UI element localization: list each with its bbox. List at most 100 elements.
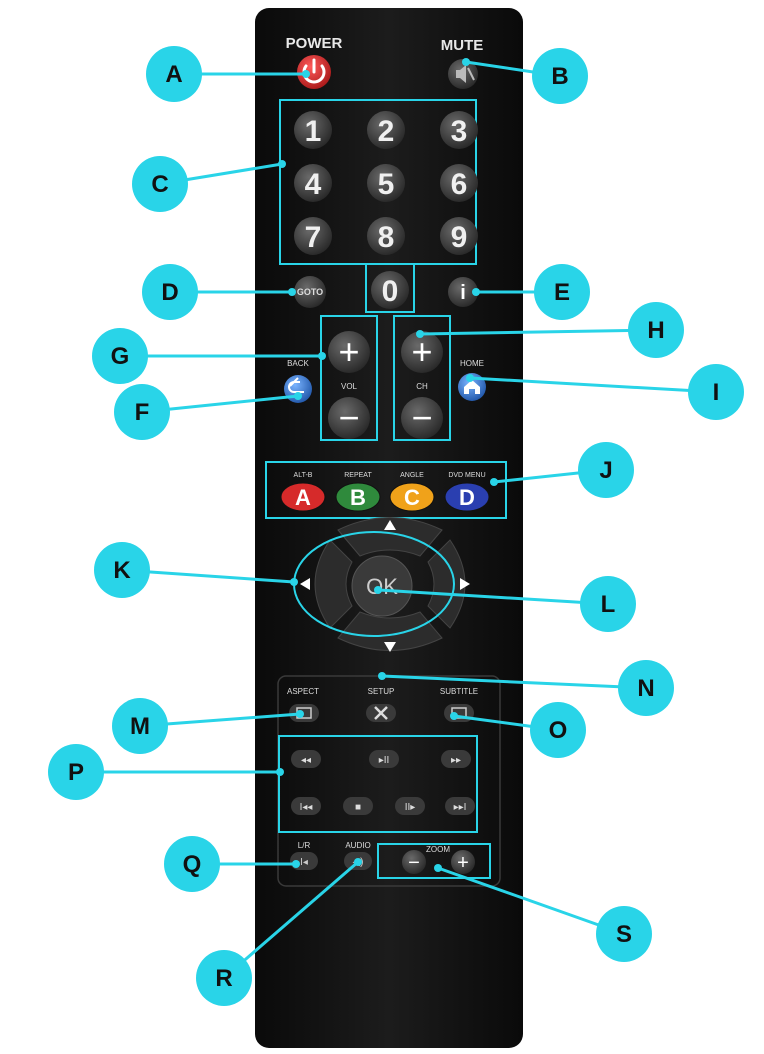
digit-4-button[interactable] (294, 164, 332, 202)
callout-h-leader (419, 328, 657, 336)
ch-up-icon: + (411, 331, 432, 372)
digit-5-label: 5 (378, 168, 395, 201)
callout-n-badge (618, 660, 674, 716)
media-row1-button-2[interactable] (441, 750, 471, 768)
digit-6-button[interactable] (440, 164, 478, 202)
zoom-out-button[interactable] (402, 850, 426, 874)
zoom-in-button[interactable] (451, 850, 475, 874)
ch-up-button[interactable] (401, 331, 443, 373)
callout-l-badge (580, 576, 636, 632)
zoom-label: ZOOM (426, 845, 450, 854)
subtitle-label: SUBTITLE (440, 687, 478, 696)
media-row1-button-0[interactable] (291, 750, 321, 768)
digit-5-button[interactable] (367, 164, 405, 202)
zoom-frame (377, 843, 491, 879)
lr-label: L/R (298, 841, 311, 850)
callout-j-badge (578, 442, 634, 498)
color-key-b-caption: REPEAT (344, 472, 372, 479)
color-key-a-label: A (295, 485, 311, 510)
callout-c-label: C (151, 171, 168, 198)
callout-g-anchor (318, 352, 326, 360)
callout-m-anchor (296, 710, 304, 718)
nav-right-button[interactable] (427, 539, 466, 629)
vol-down-button[interactable] (328, 397, 370, 439)
mute-icon (456, 65, 475, 83)
color-key-a-button[interactable] (280, 482, 326, 512)
ch-down-icon: − (411, 397, 432, 438)
nav-up-icon (384, 520, 396, 530)
callout-e-anchor (472, 288, 480, 296)
callout-n-anchor (378, 672, 386, 680)
vol-down-icon: − (338, 397, 359, 438)
callout-r-anchor (354, 858, 362, 866)
digit-1-button[interactable] (294, 111, 332, 149)
digit-8-label: 8 (378, 221, 395, 254)
callout-k-anchor (290, 578, 298, 586)
goto-button[interactable] (294, 276, 326, 308)
digit-7-label: 7 (305, 221, 322, 254)
callout-i-anchor (466, 374, 474, 382)
media-row1-icon-1: ▸II (379, 755, 390, 766)
callout-r-label: R (215, 965, 232, 992)
callout-i-label: I (713, 379, 720, 406)
mute-label: MUTE (441, 37, 484, 54)
power-label: POWER (286, 35, 343, 52)
callout-a-anchor (302, 70, 310, 78)
media-row2-button-1[interactable] (343, 797, 373, 815)
callout-d-anchor (288, 288, 296, 296)
callout-k-leader (121, 568, 295, 584)
callout-i-badge (688, 364, 744, 420)
digit-3-button[interactable] (440, 111, 478, 149)
vol-up-button[interactable] (328, 331, 370, 373)
vol-frame (320, 315, 378, 441)
media-row2-icon-3: ▸▸I (454, 802, 467, 813)
color-key-d-label: D (459, 485, 475, 510)
digit-2-button[interactable] (367, 111, 405, 149)
callout-k-label: K (113, 557, 131, 584)
callout-j-anchor (490, 478, 498, 486)
media-row2-button-3[interactable] (445, 797, 475, 815)
color-key-d-button[interactable] (444, 482, 490, 512)
callout-o-label: O (549, 717, 568, 744)
callout-k-badge (94, 542, 150, 598)
media-row2-button-2[interactable] (395, 797, 425, 815)
nav-right-icon (460, 578, 470, 590)
home-label: HOME (460, 359, 484, 368)
callout-n-leader (381, 674, 647, 690)
home-icon (464, 380, 480, 394)
digit-7-button[interactable] (294, 217, 332, 255)
nav-up-button[interactable] (337, 517, 443, 557)
callout-l-label: L (601, 591, 616, 618)
digit-6-label: 6 (451, 168, 468, 201)
callout-g-badge (92, 328, 148, 384)
callout-d-label: D (161, 279, 178, 306)
callout-d-badge (142, 264, 198, 320)
callout-c-badge (132, 156, 188, 212)
info-button[interactable] (448, 277, 478, 307)
digit-0-button[interactable] (371, 271, 409, 309)
vol-label: VOL (341, 382, 358, 391)
ch-down-button[interactable] (401, 397, 443, 439)
callout-f-badge (114, 384, 170, 440)
color-key-b-button[interactable] (335, 482, 381, 512)
nav-down-button[interactable] (337, 611, 443, 651)
lr-icon: I◂ (300, 857, 308, 868)
audio-label: AUDIO (345, 841, 370, 850)
callout-q-label: Q (183, 851, 202, 878)
callout-b-badge (532, 48, 588, 104)
nav-left-icon (300, 578, 310, 590)
setup-icon (374, 706, 388, 720)
color-key-c-button[interactable] (389, 482, 435, 512)
media-row2-button-0[interactable] (291, 797, 321, 815)
ch-frame (393, 315, 451, 441)
callout-a-label: A (165, 61, 182, 88)
callout-r-leader (223, 860, 359, 980)
color-key-a-caption: ALT-B (294, 472, 313, 479)
callout-l-anchor (374, 586, 382, 594)
media-row1-button-1[interactable] (369, 750, 399, 768)
color-key-c-label: C (404, 485, 420, 510)
digit-8-button[interactable] (367, 217, 405, 255)
digit-9-button[interactable] (440, 217, 478, 255)
ok-button[interactable] (351, 555, 413, 617)
color-key-c-caption: ANGLE (400, 472, 424, 479)
